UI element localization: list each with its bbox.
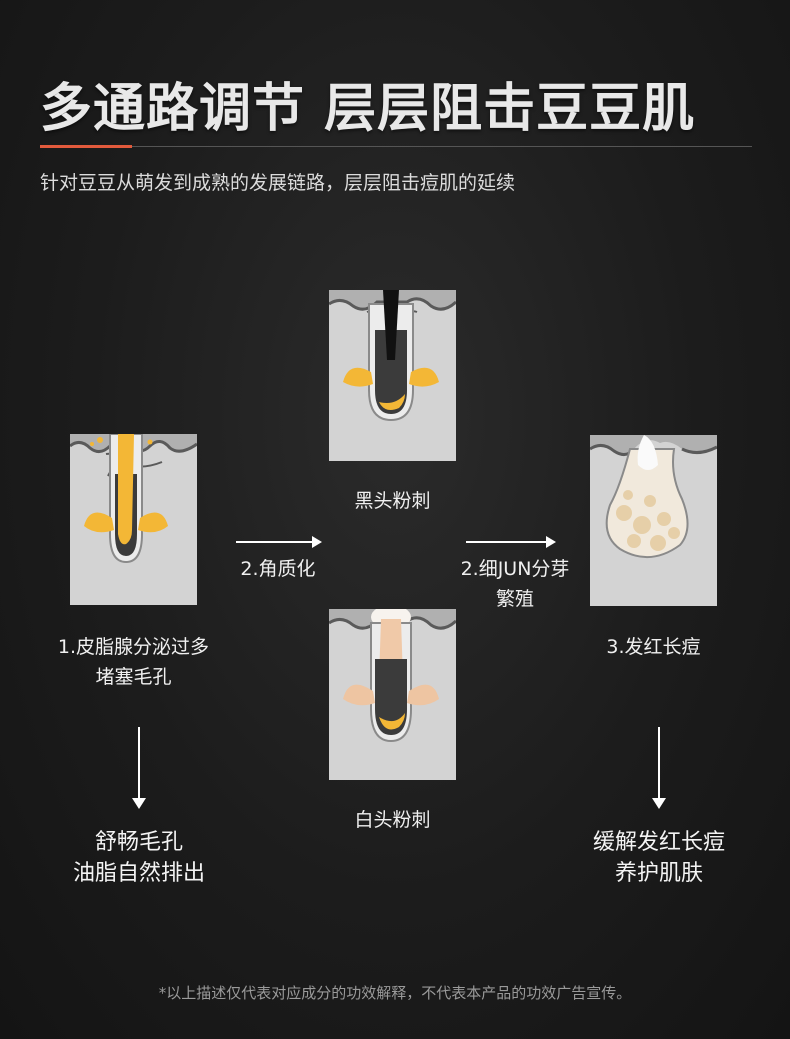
disclaimer: *以上描述仅代表对应成分的功效解释，不代表本产品的功效广告宣传。 (158, 984, 632, 1002)
bacteria-label-line2: 繁殖 (495, 588, 534, 610)
whitehead-label: 白头粉刺 (354, 809, 431, 831)
stage3-label: 3.发红长痘 (606, 636, 701, 658)
stage1-label: 1.皮脂腺分泌过多 堵塞毛孔 (30, 632, 237, 692)
result-right: 缓解发红长痘 养护肌肤 (550, 827, 768, 889)
down-arrow-left (132, 727, 146, 809)
right-arrow-2 (466, 536, 556, 548)
stage1-label-line2: 堵塞毛孔 (95, 666, 172, 688)
title-accent-bar (40, 145, 132, 148)
whitehead-illustration (329, 609, 456, 780)
result-right-line1: 缓解发红长痘 (592, 830, 725, 855)
page-subtitle: 针对豆豆从萌发到成熟的发展链路，层层阻击痘肌的延续 (40, 172, 516, 194)
result-left: 舒畅毛孔 油脂自然排出 (30, 827, 248, 889)
bacteria-label: 2.细JUN分芽 繁殖 (446, 554, 584, 614)
stage1-label-line1: 1.皮脂腺分泌过多 (57, 636, 210, 658)
page-title: 多通路调节 层层阻击豆豆肌 (40, 79, 696, 139)
result-left-line1: 舒畅毛孔 (94, 830, 183, 855)
title-divider (40, 146, 752, 147)
down-arrow-right (652, 727, 666, 809)
blackhead-illustration (329, 290, 456, 461)
keratinization-label: 2.角质化 (240, 558, 316, 580)
result-right-line2: 养护肌肤 (614, 861, 703, 886)
inflamed-acne-illustration (590, 435, 717, 606)
clogged-pore-illustration (70, 434, 197, 605)
bacteria-label-line1: 2.细JUN分芽 (460, 558, 570, 580)
right-arrow-1 (236, 536, 322, 548)
result-left-line2: 油脂自然排出 (72, 861, 205, 886)
blackhead-label: 黑头粉刺 (354, 490, 431, 512)
